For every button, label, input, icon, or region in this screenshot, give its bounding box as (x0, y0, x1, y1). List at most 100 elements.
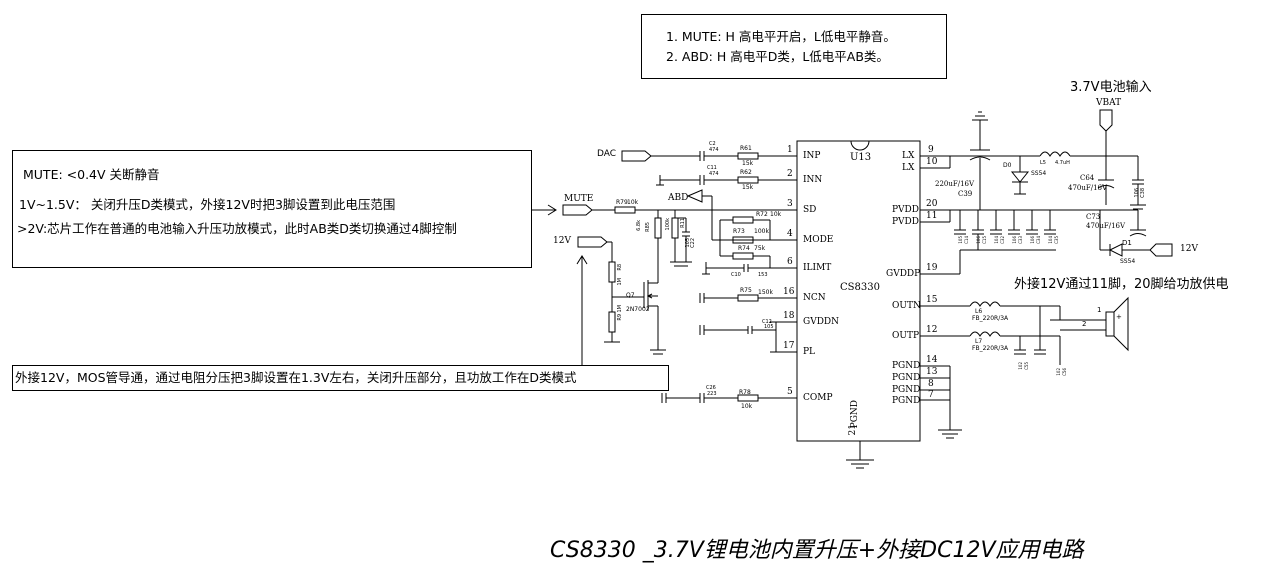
c22-value: 105 (685, 238, 691, 248)
r73-ref: R73 (733, 228, 745, 235)
c39-ref: C39 (958, 190, 973, 198)
ic-pin-21-label: 21 (848, 424, 858, 436)
ic-left-pins (770, 155, 797, 399)
pin-12-num: 12 (926, 325, 938, 335)
l6-coil (969, 301, 1001, 307)
r62-value: 15k (742, 184, 754, 191)
ic-right-pins (920, 155, 950, 401)
r62-ref: R62 (740, 169, 752, 176)
c33-ref: C33 (1018, 236, 1023, 244)
d0-diode (1010, 171, 1030, 183)
v12-right-flag (1149, 243, 1173, 257)
pin-6-num: 6 (787, 257, 793, 267)
d0-ref: D0 (1003, 162, 1012, 169)
r62-body (737, 176, 759, 184)
pin-20-num: 20 (926, 199, 938, 209)
l5-value: 4.7uH (1055, 160, 1070, 166)
pin-17-name: PL (803, 347, 816, 357)
r85-body (654, 217, 662, 239)
speaker-body (1105, 311, 1115, 337)
pin-9-num: 9 (928, 145, 934, 155)
pin-3-name: SD (803, 205, 817, 215)
pin-13-name: PGND (892, 373, 921, 383)
r9-value: 1M (617, 305, 623, 313)
pin-5-name: COMP (803, 393, 833, 403)
dac-flag (621, 150, 652, 162)
vbat-flag (1099, 109, 1113, 132)
mute-note-line-1: MUTE: <0.4V 关断静音 (23, 167, 160, 182)
r85-ref: R85 (645, 222, 651, 232)
c55-value: 102 (1018, 362, 1023, 370)
pin-10-name: LX (902, 163, 915, 173)
c2-ref: C2 (709, 141, 716, 147)
c32-ref: C32 (1000, 236, 1005, 244)
pin-8-name: PGND (892, 385, 921, 395)
c2-value: 474 (709, 147, 719, 153)
r9-ref: R9 (617, 314, 623, 321)
ext12v-note-box: 外接12V，MOS管导通，通过电阻分压把3脚设置在1.3V左右，关闭升压部分，且… (12, 365, 669, 391)
mute-note-line-3: >2V:芯片工作在普通的电池输入升压功放模式，此时AB类D类切换通过4脚控制 (17, 221, 457, 236)
r9-body (608, 311, 616, 333)
net-abd-label: ABD (668, 193, 689, 203)
d1-diode (1108, 243, 1123, 257)
pin-15-name: OUTN (892, 301, 921, 311)
c64-value: 470uF/16V (1068, 184, 1108, 192)
r75-value: 150k (758, 289, 773, 296)
c56-ref: C56 (1062, 368, 1067, 376)
speaker-pin-2-label: 2 (1082, 320, 1087, 328)
pin11-note-label: 外接12V通过11脚，20脚给功放供电 (1014, 277, 1229, 292)
net-vbat-label: VBAT (1096, 98, 1122, 108)
pvdd-decoupling-caps (954, 210, 1056, 251)
c12-ref: C12 (762, 319, 772, 325)
abd-flag (686, 189, 703, 203)
r72-body (732, 216, 754, 224)
l7-coil (969, 331, 1001, 337)
r74-value: 75k (754, 245, 766, 252)
r79-ref: R79 (616, 199, 628, 206)
c10-value: 153 (758, 272, 768, 278)
r85-value: 6.8k (636, 220, 642, 231)
c11-ref: C11 (707, 165, 717, 171)
pin-17-num: 17 (783, 341, 795, 351)
d1-value: SS54 (1120, 258, 1136, 265)
r8-value: 1M (617, 278, 623, 286)
d0-value: SS54 (1031, 170, 1047, 177)
pin-14-name: PGND (892, 361, 921, 371)
r73-value: 100k (754, 228, 769, 235)
l5-coil (1039, 151, 1071, 157)
c33-value: 106 (1012, 236, 1017, 244)
l7-value: FB_220R/3A (972, 345, 1009, 352)
ext12v-note-text: 外接12V，MOS管导通，通过电阻分压把3脚设置在1.3V左右，关闭升压部分，且… (15, 370, 577, 385)
pin-8-num: 8 (928, 379, 934, 389)
ic-ref-label: U13 (850, 152, 872, 163)
c73-ref: C73 (1086, 213, 1101, 221)
pin-7-num: 7 (928, 390, 934, 400)
ic-body (796, 140, 921, 442)
mute-note-line-2: 1V~1.5V： 关闭升压D类模式，外接12V时把3脚设置到此电压范围 (19, 197, 396, 212)
c34-ref: C34 (1036, 236, 1041, 244)
q7-value: 2N7002 (626, 306, 650, 313)
net-dac-label: DAC (597, 149, 617, 159)
c14-ref: C14 (964, 236, 969, 244)
pin-12-name: OUTP (892, 331, 920, 341)
c14-value: 105 (958, 236, 963, 244)
r61-value: 15k (742, 160, 754, 167)
c34-value: 106 (1030, 236, 1035, 244)
r61-body (737, 152, 759, 160)
pin-19-num: 19 (926, 263, 938, 273)
ic-part-label: CS8330 (840, 282, 880, 293)
pin-13-num: 13 (926, 367, 938, 377)
pin-9-name: LX (902, 151, 915, 161)
pin-20-name: PVDD (892, 205, 919, 215)
pin-2-num: 2 (787, 169, 793, 179)
d1-ref: D1 (1122, 239, 1132, 247)
q7-ref: Q7 (626, 292, 635, 299)
pin-5-num: 5 (787, 387, 793, 397)
pin-19-name: GVDDP (886, 269, 921, 279)
pin-2-name: INN (803, 175, 823, 185)
l7-ref: L7 (975, 338, 983, 345)
ic-notch (850, 140, 870, 151)
v12-left-flag (577, 236, 608, 248)
pin-1-num: 1 (787, 145, 793, 155)
